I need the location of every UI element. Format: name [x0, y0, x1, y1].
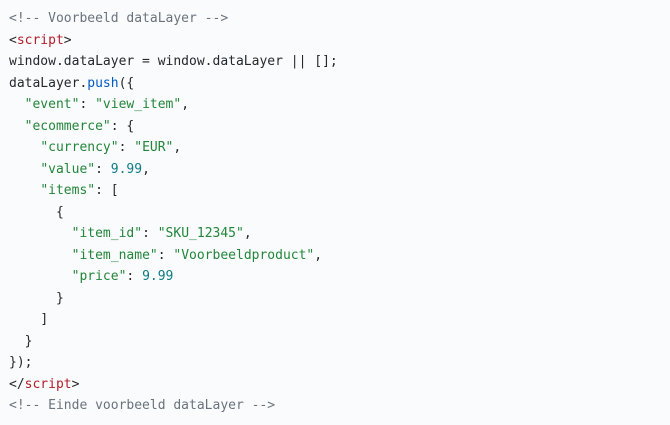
- key-item-name: "item_name": [71, 247, 158, 263]
- key-currency: "currency": [40, 140, 119, 155]
- open-brace: {: [55, 204, 64, 220]
- value-currency: "EUR": [134, 140, 174, 155]
- code-line-19: <!-- Einde voorbeeld dataLayer -->: [9, 395, 670, 417]
- script-tag-name: script: [16, 32, 64, 48]
- datalayer-identifier: dataLayer: [9, 75, 80, 91]
- tag-bracket: </: [9, 376, 25, 392]
- code-line-9: "items": [: [9, 180, 670, 202]
- comma: ,: [173, 140, 182, 155]
- comma: ,: [142, 161, 150, 177]
- colon: :: [110, 118, 127, 134]
- colon: :: [118, 140, 135, 155]
- key-value: "value": [40, 161, 96, 177]
- value-item-name: "Voorbeeldproduct": [173, 247, 315, 263]
- open-bracket: [: [110, 183, 119, 198]
- colon: :: [95, 161, 111, 177]
- push-function: push: [87, 75, 119, 91]
- code-line-13: "price": 9.99: [9, 266, 670, 288]
- tag-bracket: <: [9, 32, 17, 48]
- colon: :: [95, 183, 111, 198]
- script-tag-name: script: [24, 376, 72, 392]
- code-line-10: {: [9, 202, 670, 224]
- code-line-2: <script>: [9, 30, 670, 52]
- tag-bracket: >: [63, 32, 72, 48]
- key-item-id: "item_id": [71, 226, 143, 241]
- code-line-7: "currency": "EUR",: [9, 137, 670, 159]
- open-brace: {: [126, 118, 135, 134]
- colon: :: [142, 226, 158, 241]
- datalayer-init-statement: window.dataLayer = window.dataLayer || […: [9, 54, 338, 69]
- key-ecommerce: "ecommerce": [24, 118, 111, 134]
- colon: :: [79, 97, 96, 112]
- push-open: ({: [118, 75, 135, 91]
- code-line-16: }: [9, 331, 670, 353]
- tag-bracket: >: [71, 376, 80, 392]
- code-line-3: window.dataLayer = window.dataLayer || […: [9, 51, 670, 73]
- code-line-1: <!-- Voorbeeld dataLayer -->: [9, 8, 670, 30]
- colon: :: [157, 247, 174, 263]
- code-line-5: "event": "view_item",: [9, 94, 670, 116]
- code-line-12: "item_name": "Voorbeeldproduct",: [9, 245, 670, 267]
- code-line-17: });: [9, 352, 670, 374]
- code-line-18: </script>: [9, 374, 670, 396]
- code-line-6: "ecommerce": {: [9, 116, 670, 138]
- value-price: 9.99: [142, 269, 174, 284]
- close-brace: }: [55, 290, 64, 306]
- close-push: });: [9, 355, 33, 370]
- dot-operator: .: [79, 75, 88, 91]
- comma: ,: [181, 97, 190, 112]
- value-event: "view_item": [95, 97, 182, 112]
- code-line-4: dataLayer.push({: [9, 73, 670, 95]
- close-bracket: ]: [40, 312, 49, 327]
- value-item-id: "SKU_12345": [157, 226, 244, 241]
- key-price: "price": [71, 269, 127, 284]
- comma: ,: [243, 226, 252, 241]
- key-event: "event": [24, 97, 80, 112]
- code-line-11: "item_id": "SKU_12345",: [9, 223, 670, 245]
- html-comment-close: <!-- Einde voorbeeld dataLayer -->: [9, 398, 276, 413]
- colon: :: [126, 269, 143, 284]
- value-value: 9.99: [110, 161, 143, 177]
- code-line-8: "value": 9.99,: [9, 159, 670, 181]
- key-items: "items": [40, 183, 96, 198]
- code-line-15: ]: [9, 309, 670, 331]
- html-comment-open: <!-- Voorbeeld dataLayer -->: [9, 11, 229, 26]
- close-brace: }: [24, 333, 33, 349]
- comma: ,: [314, 247, 323, 263]
- code-line-14: }: [9, 288, 670, 310]
